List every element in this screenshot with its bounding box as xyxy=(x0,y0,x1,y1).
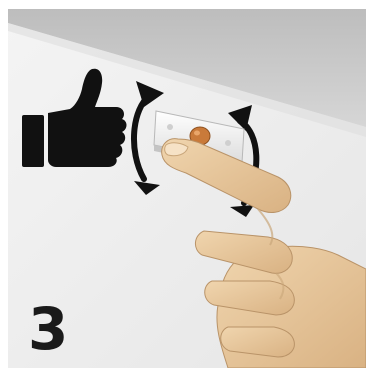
step-number: 3 xyxy=(28,300,68,358)
